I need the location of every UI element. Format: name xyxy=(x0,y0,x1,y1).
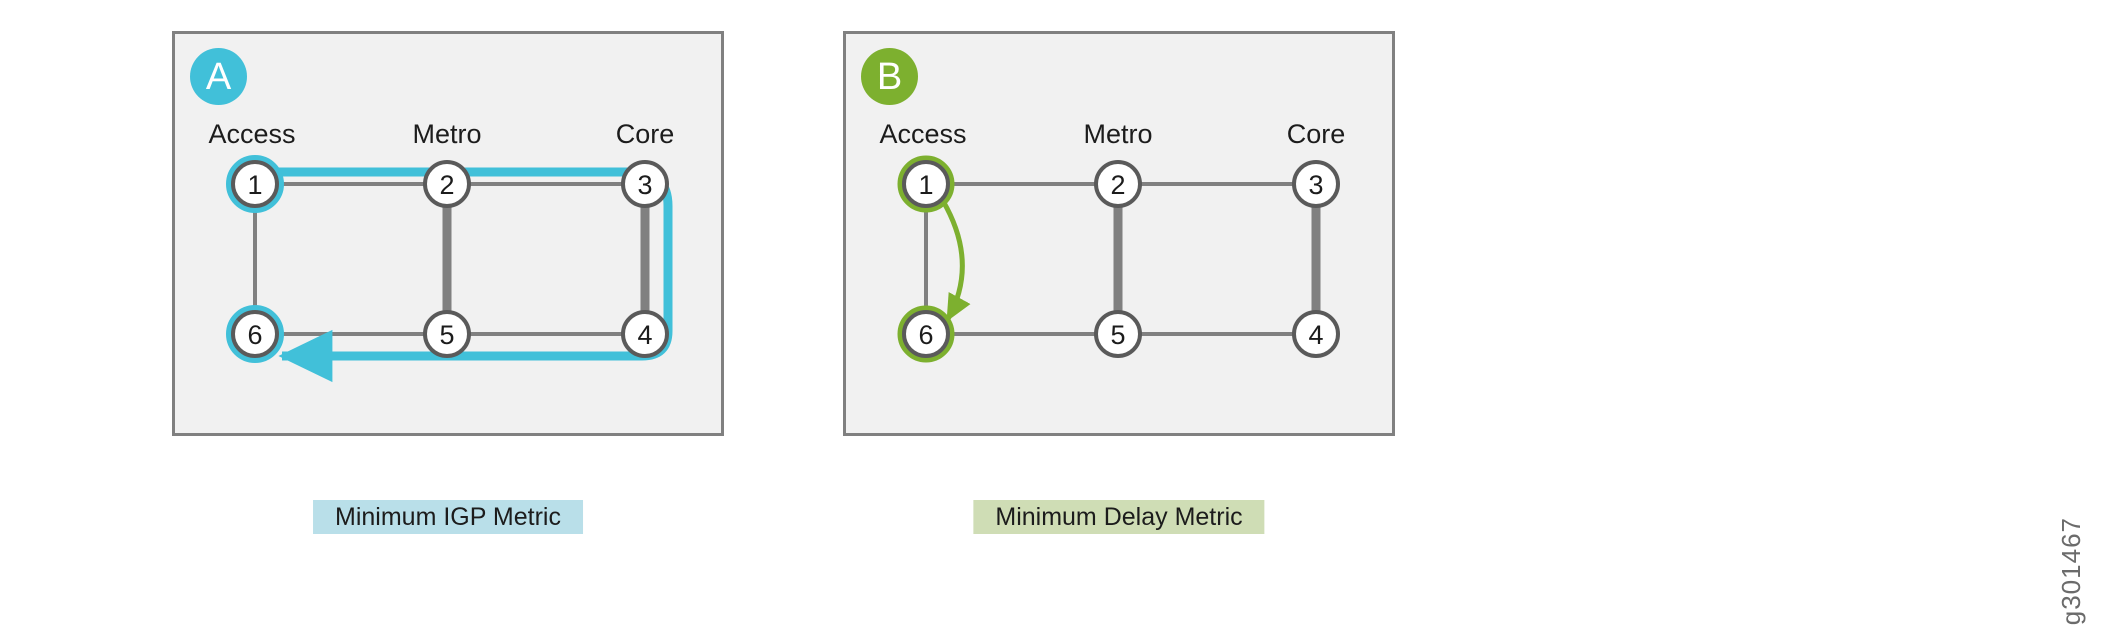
panel-b-column-label-access: Access xyxy=(879,119,967,149)
panel-a-node-2-label: 2 xyxy=(439,170,454,200)
panel-b-node-3-label: 3 xyxy=(1308,170,1323,200)
panel-a-node-2[interactable]: 2 xyxy=(423,160,471,208)
panel-b-node-5-label: 5 xyxy=(1110,320,1125,350)
panel-b-node-1-label: 1 xyxy=(918,170,933,200)
panel-b-legend-label: Minimum Delay Metric xyxy=(995,502,1243,531)
panel-b-node-2-label: 2 xyxy=(1110,170,1125,200)
panel-a-column-label-core: Core xyxy=(615,119,675,149)
panel-a-topology: 1 2 3 6 5 4 xyxy=(226,155,673,383)
panel-b-node-4[interactable]: 4 xyxy=(1292,310,1340,358)
panel-a-node-3-label: 3 xyxy=(637,170,652,200)
panel-b-nodes: 1 2 3 6 5 4 xyxy=(897,155,1340,363)
panel-a-legend: Minimum IGP Metric xyxy=(313,500,583,534)
figure-watermark: g301467 xyxy=(2056,516,2086,625)
panel-b-node-1[interactable]: 1 xyxy=(897,155,955,213)
panel-b-column-label-core: Core xyxy=(1286,119,1346,149)
panel-b-node-5[interactable]: 5 xyxy=(1094,310,1142,358)
panel-a-node-1-label: 1 xyxy=(247,170,262,200)
panel-b-legend: Minimum Delay Metric xyxy=(973,500,1265,534)
panel-a-node-6-label: 6 xyxy=(247,320,262,350)
panel-a-node-4-label: 4 xyxy=(637,320,652,350)
panel-b-column-label-metro: Metro xyxy=(1083,119,1153,149)
panel-b-topology: 1 2 3 6 5 4 xyxy=(897,155,1340,363)
panel-a-node-4[interactable]: 4 xyxy=(621,310,669,358)
panel-a-legend-label: Minimum IGP Metric xyxy=(335,502,561,531)
panel-b-node-6-label: 6 xyxy=(918,320,933,350)
panel-b-node-2[interactable]: 2 xyxy=(1094,160,1142,208)
panel-b-minimum-delay-metric-path xyxy=(940,199,971,322)
panel-a-node-5-label: 5 xyxy=(439,320,454,350)
panel-b-links xyxy=(924,182,1321,336)
panel-b-node-6[interactable]: 6 xyxy=(897,305,955,363)
panel-a-column-label-access: Access xyxy=(208,119,296,149)
panel-a-node-3[interactable]: 3 xyxy=(621,160,669,208)
panel-b-node-4-label: 4 xyxy=(1308,320,1323,350)
panel-a-nodes: 1 2 3 6 5 4 xyxy=(226,155,669,363)
panel-a-badge-label: A xyxy=(205,55,232,98)
panel-a-column-label-metro: Metro xyxy=(412,119,482,149)
panel-a-badge: A xyxy=(190,48,247,105)
panel-b-badge: B xyxy=(861,48,918,105)
panel-b-node-3[interactable]: 3 xyxy=(1292,160,1340,208)
panel-a-node-1[interactable]: 1 xyxy=(226,155,284,213)
panel-a-node-5[interactable]: 5 xyxy=(423,310,471,358)
panel-b-badge-label: B xyxy=(876,55,903,98)
panel-a-node-6[interactable]: 6 xyxy=(226,305,284,363)
